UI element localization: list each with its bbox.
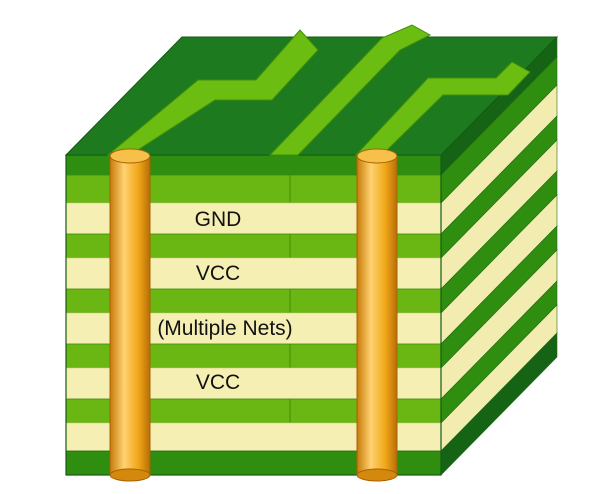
signal-traces (106, 24, 531, 156)
layer-label-multiple-nets: (Multiple Nets) (157, 317, 292, 340)
layer-labels: GND VCC (Multiple Nets) VCC (157, 208, 292, 394)
vias (109, 148, 398, 482)
layer-label-vcc: VCC (196, 371, 240, 394)
via (109, 148, 151, 482)
via (356, 148, 398, 482)
signal-trace (354, 61, 531, 156)
board-side-face (440, 36, 558, 476)
layer-label-vcc: VCC (196, 262, 240, 285)
board-top-surface (64, 36, 559, 156)
signal-trace (106, 29, 319, 156)
layer-label-gnd: GND (195, 208, 242, 231)
signal-trace (268, 24, 432, 156)
